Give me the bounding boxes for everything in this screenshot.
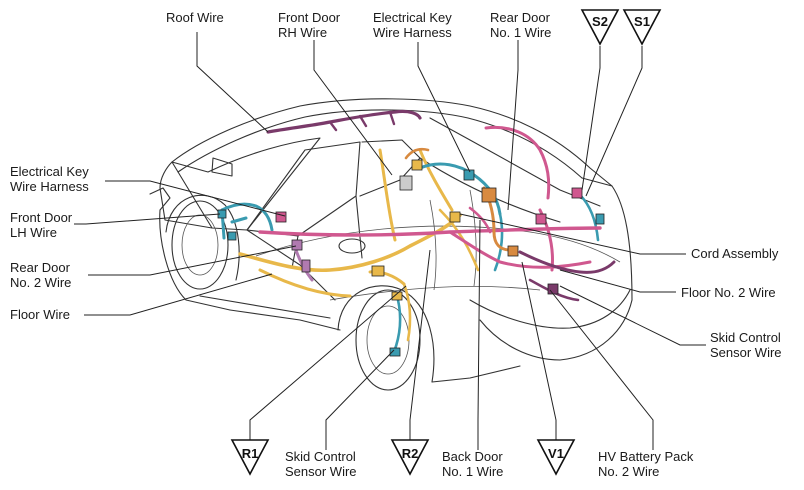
label-cord-assembly: Cord Assembly <box>691 246 779 261</box>
marker-s1: S1 <box>622 9 662 46</box>
car-body <box>149 98 633 391</box>
svg-text:V1: V1 <box>548 446 564 461</box>
marker-r1: R1 <box>230 439 270 476</box>
svg-text:R1: R1 <box>242 446 259 461</box>
label-roof-wire: Roof Wire <box>166 10 224 25</box>
marker-s2: S2 <box>580 9 620 46</box>
markers: S2 S1 R1 R2 V1 <box>230 9 662 476</box>
svg-text:S2: S2 <box>592 14 608 29</box>
label-floor-no2-wire: Floor No. 2 Wire <box>681 285 776 300</box>
wire-harnesses <box>217 109 616 357</box>
leader-lines <box>74 32 706 450</box>
marker-r2: R2 <box>390 439 430 476</box>
label-floor-wire: Floor Wire <box>10 307 70 322</box>
svg-text:R2: R2 <box>402 446 419 461</box>
svg-text:S1: S1 <box>634 14 650 29</box>
marker-v1: V1 <box>536 439 576 476</box>
